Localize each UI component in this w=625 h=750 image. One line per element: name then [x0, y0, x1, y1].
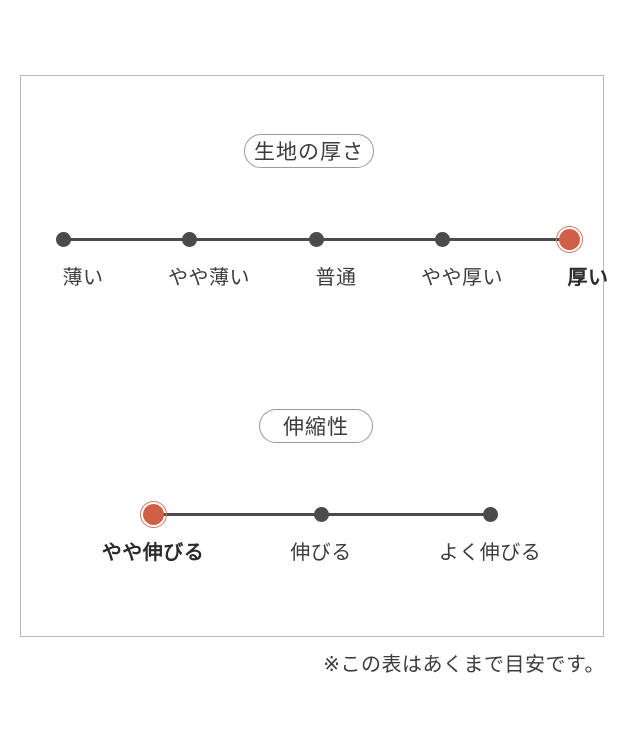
thickness-dot-2[interactable] [182, 231, 197, 247]
thickness-label-usui[interactable]: 薄い [62, 267, 104, 289]
stretch-label-nobiru[interactable]: 伸びる [290, 542, 352, 564]
thickness-dot-5-selected[interactable] [555, 225, 583, 253]
stretch-dot-3[interactable] [482, 506, 498, 522]
thickness-label-atsui-selected[interactable]: 厚い [567, 267, 609, 289]
fabric-spec-chart-frame: 生地の厚さ 薄い やや薄い 普通 やや厚い 厚い 伸縮性 やや伸びる 伸びる よ… [20, 75, 609, 637]
thickness-label-yaya-atsui[interactable]: やや厚い [421, 267, 503, 289]
section-title-thickness: 生地の厚さ [244, 134, 374, 168]
thickness-dot-3[interactable] [308, 231, 324, 247]
thickness-dot-4[interactable] [435, 231, 450, 247]
chart-footnote: ※この表はあくまで目安です。 [323, 654, 605, 676]
thickness-scale-labels: 薄い やや薄い 普通 やや厚い 厚い [21, 261, 609, 289]
stretch-scale-labels: やや伸びる 伸びる よく伸びる [21, 536, 605, 564]
stretch-label-yaya-nobiru-selected[interactable]: やや伸びる [101, 542, 205, 564]
thickness-label-yaya-usui[interactable]: やや薄い [168, 267, 250, 289]
thickness-label-futsuu[interactable]: 普通 [315, 267, 357, 289]
thickness-scale-track-row [55, 225, 583, 253]
stretch-dot-2[interactable] [314, 506, 329, 522]
thickness-dot-1[interactable] [55, 231, 71, 247]
stretch-scale-track-row [139, 500, 498, 528]
section-title-stretch: 伸縮性 [259, 409, 373, 443]
stretch-label-yoku-nobiru[interactable]: よく伸びる [438, 542, 542, 564]
stretch-dot-1-selected[interactable] [139, 500, 167, 528]
